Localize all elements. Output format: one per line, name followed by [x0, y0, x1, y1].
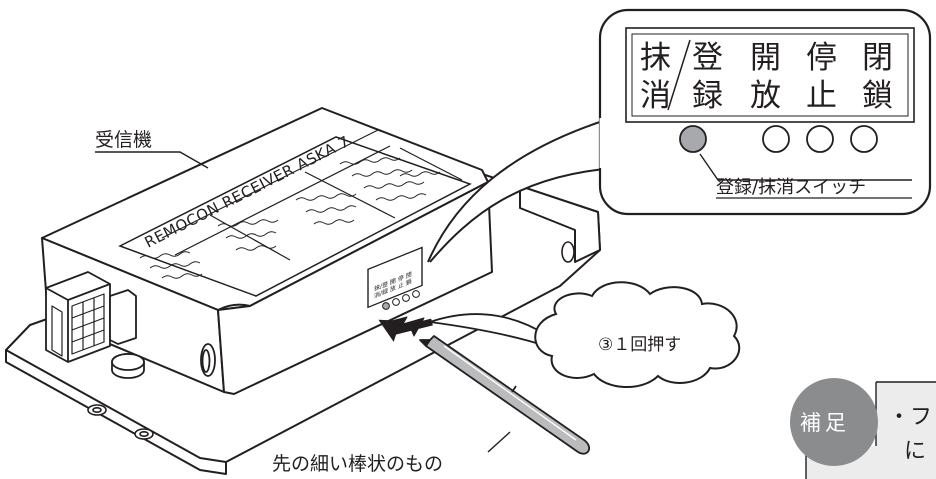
stop-button[interactable] — [806, 125, 834, 153]
panel-col5-top: 閉 — [862, 40, 893, 76]
switch-label-text: 登録/抹消スイッチ — [716, 177, 866, 198]
press-once-text: ③１回押す — [598, 335, 681, 355]
press-arrow — [378, 316, 433, 342]
panel-col5-bottom: 鎖 — [862, 78, 893, 114]
panel-col3-top: 開 — [750, 40, 781, 76]
tool-label: 先の細い棒状のもの — [272, 431, 511, 475]
receiver-label-text: 受信機 — [95, 129, 152, 151]
panel-col1-top: 抹 — [640, 40, 671, 76]
panel-col4-bottom: 止 — [806, 78, 837, 114]
instruction-cloud: ③１回押す — [429, 281, 741, 389]
label-placeholder-lines — [139, 157, 441, 279]
front-round-button — [111, 353, 145, 379]
supplement-badge-text: 補足 — [800, 411, 850, 435]
panel-label-grid: 抹 消 登 録 開 放 停 止 閉 鎖 — [640, 39, 893, 114]
pen-tool — [419, 335, 591, 455]
tool-label-text: 先の細い棒状のもの — [272, 453, 443, 475]
close-button[interactable] — [850, 125, 878, 153]
slash-divider — [667, 39, 691, 111]
supplement-line-2: に — [904, 439, 926, 464]
register-delete-switch[interactable] — [679, 125, 707, 153]
supplement-note: 補足 ・フ に — [790, 378, 936, 479]
panel-col4-top: 停 — [806, 40, 837, 76]
open-button[interactable] — [762, 125, 790, 153]
panel-col1-bottom: 消 — [640, 78, 671, 114]
zoom-callout: 抹 消 登 録 開 放 停 止 閉 鎖 登録/抹消スイッチ — [427, 8, 932, 263]
connector-block — [45, 271, 137, 363]
panel-col2-bottom: 録 — [692, 78, 723, 114]
panel-col2-top: 登 — [692, 40, 723, 76]
supplement-badge — [790, 378, 878, 466]
side-slot — [200, 343, 216, 377]
supplement-line-1: ・フ — [888, 405, 932, 430]
panel-col3-bottom: 放 — [750, 78, 781, 114]
mounting-holes — [87, 241, 575, 440]
receiver-label: 受信機 — [95, 129, 209, 169]
